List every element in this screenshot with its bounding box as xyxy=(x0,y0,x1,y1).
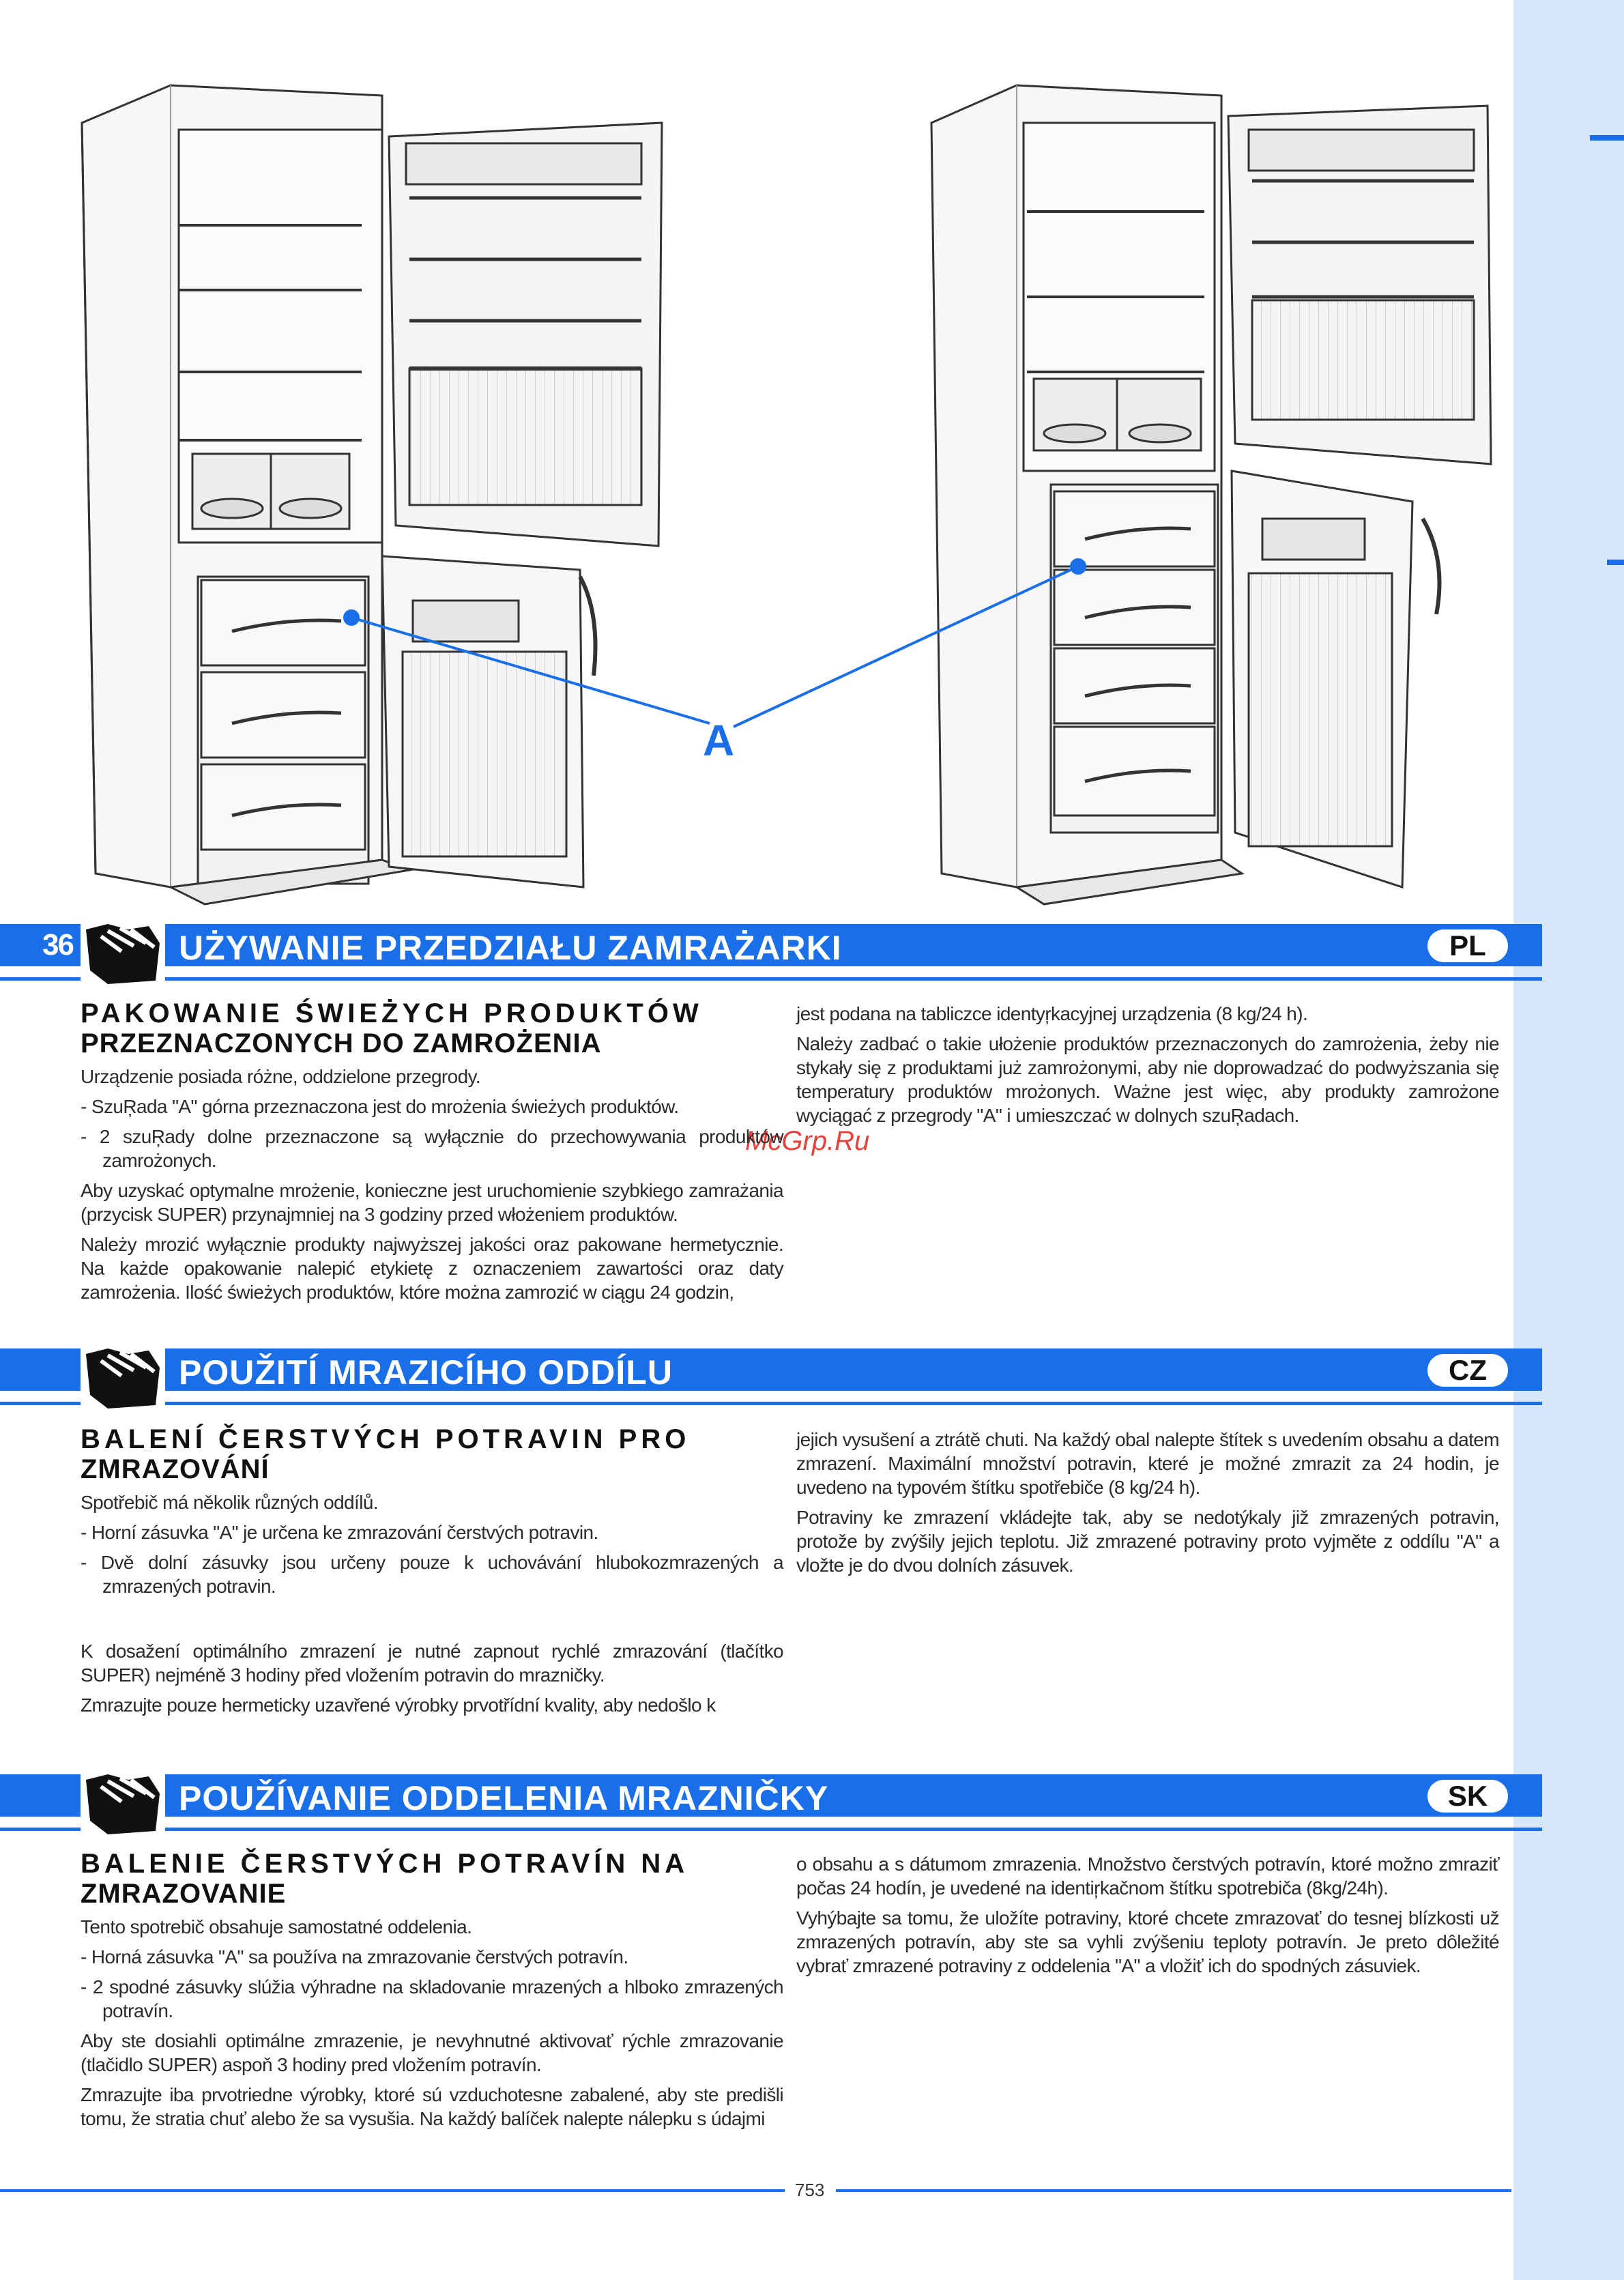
section-heading: PRZEZNACZONYCH DO ZAMROŻENIA xyxy=(81,1028,602,1058)
side-tab-marker xyxy=(1590,135,1624,141)
section-rule xyxy=(0,1402,1542,1405)
paragraph: Spotřebič má několik různých oddílů. xyxy=(81,1492,379,1513)
list-item: - Horná zásuvka "A" sa používa na zmrazo… xyxy=(81,1946,628,1967)
fridge-left xyxy=(81,84,663,906)
section-cz-left-column: BALENÍ ČERSTVÝCH POTRAVIN PRO ZMRAZOVÁNÍ… xyxy=(81,1424,784,1723)
section-heading: BALENÍ ČERSTVÝCH POTRAVIN PRO xyxy=(81,1424,691,1454)
callout-label-a: A xyxy=(703,716,735,765)
paragraph: Potraviny ke zmrazení vkládejte tak, aby… xyxy=(796,1507,1500,1576)
section-cz-right-column: jejich vysušení a ztrátě chuti. Na každý… xyxy=(796,1428,1500,1583)
paragraph: Należy mrozić wyłącznie produkty najwyżs… xyxy=(81,1234,784,1303)
page-number: 36 xyxy=(42,928,74,962)
section-band xyxy=(0,924,1542,966)
paragraph: Aby uzyskać optymalne mrożenie, konieczn… xyxy=(81,1180,784,1225)
list-item: - SzuŖada "A" górna przeznaczona jest do… xyxy=(81,1096,679,1117)
list-item: - Dvě dolní zásuvky jsou určeny pouze k … xyxy=(81,1552,784,1597)
paragraph: Tento spotrebič obsahuje samostatné odde… xyxy=(81,1916,472,1937)
section-rule xyxy=(0,1828,1542,1831)
section-heading: ZMRAZOVÁNÍ xyxy=(81,1454,270,1484)
section-rule xyxy=(0,977,1542,981)
section-header-cz: POUŽITÍ MRAZICÍHO ODDÍLU CZ xyxy=(0,1340,1542,1413)
language-badge: SK xyxy=(1427,1780,1508,1813)
section-band xyxy=(0,1348,1542,1391)
section-title: POUŽITÍ MRAZICÍHO ODDÍLU xyxy=(179,1353,673,1391)
paragraph: Zmrazujte pouze hermeticky uzavřené výro… xyxy=(81,1694,716,1716)
section-title: POUŽÍVANIE ODDELENIA MRAZNIČKY xyxy=(179,1779,829,1817)
section-sk-left-column: BALENIE ČERSTVÝCH POTRAVÍN NA ZMRAZOVANI… xyxy=(81,1848,784,2137)
fridge-right xyxy=(930,84,1492,906)
paragraph: o obsahu a s dátumom zmrazenia. Množstvo… xyxy=(796,1853,1500,1899)
watermark: McGrp.Ru xyxy=(745,1126,870,1156)
list-item: - 2 szuŖady dolne przeznaczone są wyłącz… xyxy=(81,1126,784,1171)
paragraph: K dosažení optimálního zmrazení je nutné… xyxy=(81,1641,784,1686)
paragraph: Należy zadbać o takie ułożenie produktów… xyxy=(796,1033,1500,1126)
side-tab-marker xyxy=(1607,560,1624,565)
paragraph: jest podana na tabliczce identyŗkacyjnej… xyxy=(796,1003,1308,1024)
section-title: UŻYWANIE PRZEDZIAŁU ZAMRAŻARKI xyxy=(179,929,842,967)
paragraph: Vyhýbajte sa tomu, že uložíte potraviny,… xyxy=(796,1907,1500,1976)
paragraph: Zmrazujte iba prvotriedne výrobky, ktoré… xyxy=(81,2084,784,2129)
section-heading: ZMRAZOVANIE xyxy=(81,1879,287,1909)
paragraph: jejich vysušení a ztrátě chuti. Na každý… xyxy=(796,1429,1500,1498)
section-pl-left-column: PAKOWANIE ŚWIEŻYCH PRODUKTÓW PRZEZNACZON… xyxy=(81,998,784,1310)
list-item: - Horní zásuvka "A" je určena ke zmrazov… xyxy=(81,1522,598,1543)
section-header-sk: POUŽÍVANIE ODDELENIA MRAZNIČKY SK xyxy=(0,1766,1542,1838)
hand-icon xyxy=(81,1766,165,1838)
paragraph: Aby ste dosiahli optimálne zmrazenie, je… xyxy=(81,2030,784,2075)
section-sk-right-column: o obsahu a s dátumom zmrazenia. Množstvo… xyxy=(796,1852,1500,1984)
section-band xyxy=(0,1774,1542,1817)
footer-rule-right xyxy=(836,2189,1511,2192)
section-header-pl: 36 UŻYWANIE PRZEDZIAŁU ZAMRAŻARKI PL xyxy=(0,916,1542,988)
side-tab-strip xyxy=(1513,0,1624,2280)
hand-icon xyxy=(81,916,165,988)
list-item: - 2 spodné zásuvky slúžia výhradne na sk… xyxy=(81,1976,784,2021)
language-badge: PL xyxy=(1427,929,1508,962)
fridge-illustration xyxy=(81,84,1492,906)
paragraph: Urządzenie posiada różne, oddzielone prz… xyxy=(81,1066,481,1087)
hand-icon xyxy=(81,1340,165,1413)
callout-lines xyxy=(343,558,1086,728)
section-pl-right-column: jest podana na tabliczce identyŗkacyjnej… xyxy=(796,1002,1500,1134)
page-number-bottom: 753 xyxy=(795,2180,825,2200)
section-heading: BALENIE ČERSTVÝCH POTRAVÍN NA xyxy=(81,1849,689,1879)
language-badge: CZ xyxy=(1427,1354,1508,1387)
footer-rule-left xyxy=(0,2189,785,2192)
section-heading: PAKOWANIE ŚWIEŻYCH PRODUKTÓW xyxy=(81,998,703,1028)
